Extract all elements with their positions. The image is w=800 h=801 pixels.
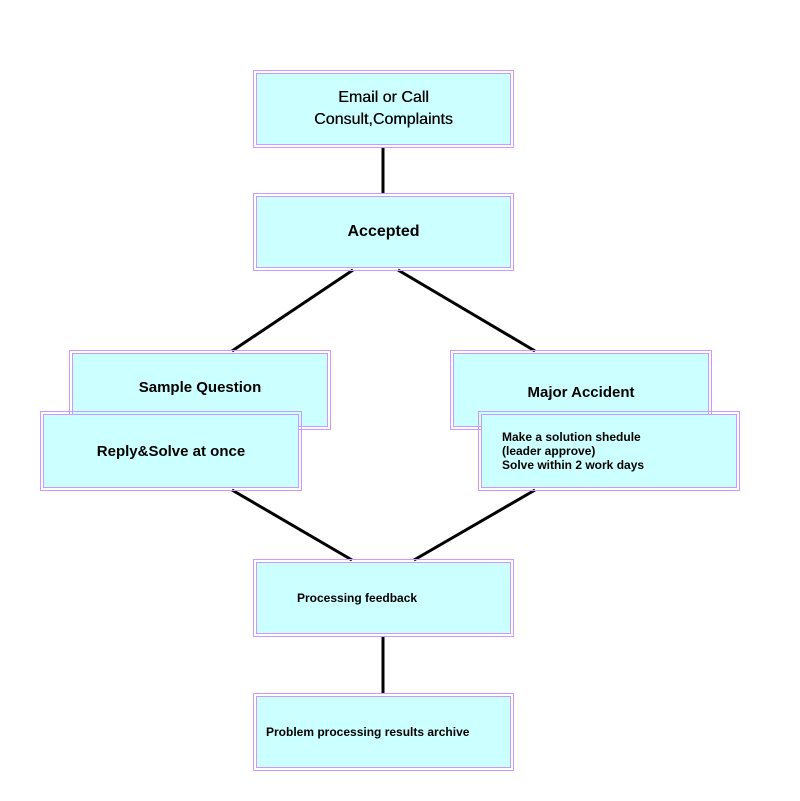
accepted-label: Accepted bbox=[347, 223, 420, 240]
processing-feedback-label: Processing feedback bbox=[297, 591, 418, 605]
archive-label: Problem processing results archive bbox=[266, 725, 470, 739]
reply-solve-box: Reply&Solve at once bbox=[40, 411, 302, 491]
connector-accepted-to-major bbox=[397, 268, 536, 353]
archive-box: Problem processing results archive bbox=[253, 693, 514, 771]
sample-question-label: Sample Question bbox=[138, 379, 262, 396]
major-accident-label: Major Accident bbox=[527, 384, 635, 401]
connector-accepted-to-sample bbox=[231, 268, 354, 353]
reply-solve-label: Reply&Solve at once bbox=[96, 442, 246, 460]
solution-schedule-label: Make a solution shedule (leader approve)… bbox=[502, 430, 645, 472]
email-or-call-box: Email or Call Consult,Complaints bbox=[253, 70, 514, 148]
connector-reply-to-feedback bbox=[231, 488, 353, 562]
email-or-call-label: Email or Call Consult,Complaints bbox=[314, 89, 453, 128]
connector-solution-to-feedback bbox=[413, 488, 536, 562]
solution-schedule-box: Make a solution shedule (leader approve)… bbox=[478, 411, 740, 491]
accepted-box: Accepted bbox=[253, 193, 514, 271]
processing-feedback-box: Processing feedback bbox=[253, 559, 514, 637]
